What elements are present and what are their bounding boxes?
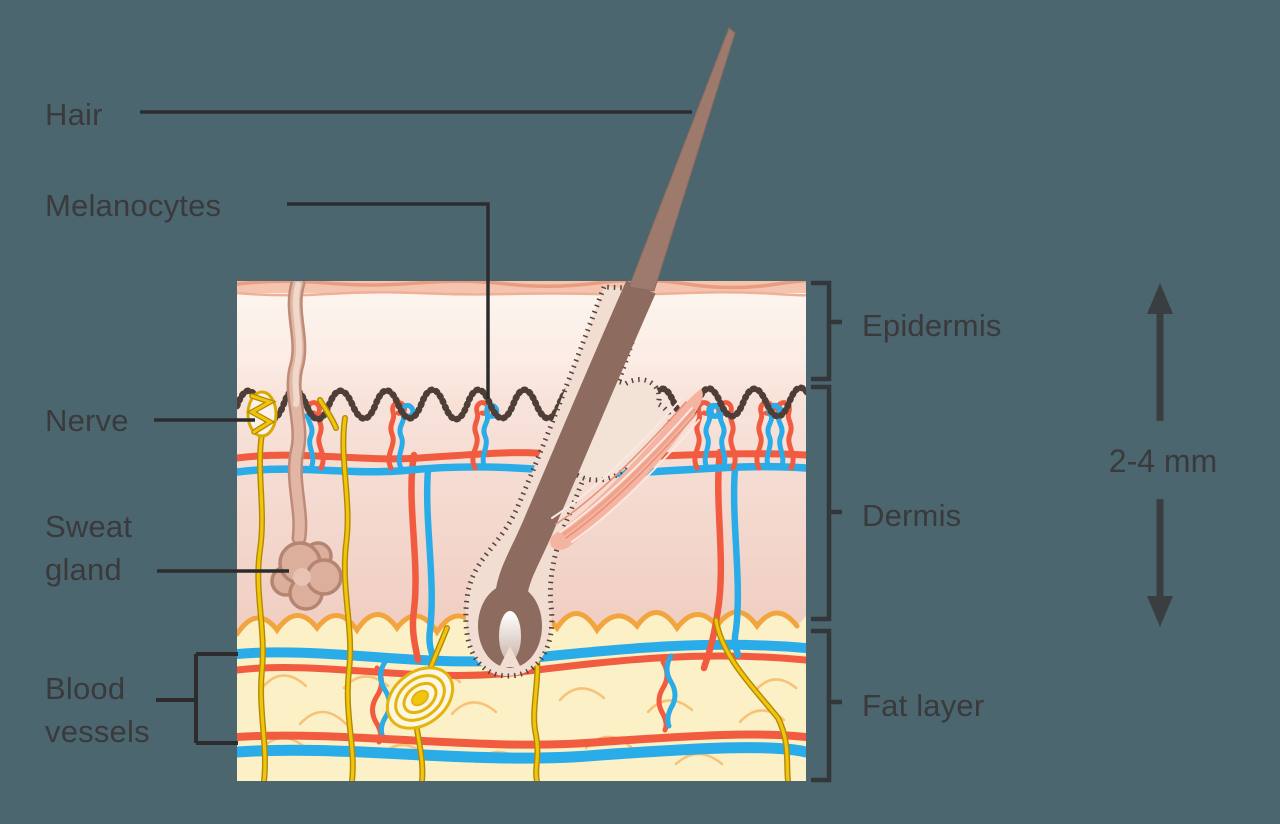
dermal-papilla: [499, 611, 521, 661]
skin-surface: [237, 281, 806, 297]
epidermis-layer: [237, 281, 806, 420]
label-epidermis: Epidermis: [862, 305, 1002, 347]
measurement-text: 2-4 mm: [1108, 443, 1218, 479]
label-hair-text: Hair: [45, 97, 103, 132]
label-nerve-text: Nerve: [45, 403, 129, 438]
dermis-bracket: [811, 384, 842, 622]
pacinian-corpuscle: [385, 666, 455, 730]
arrector-pili-muscle: [550, 389, 703, 550]
melanocyte-layer-line: [237, 384, 806, 423]
label-blood-vessels: Blood vessels: [45, 667, 150, 753]
fat-layer-bracket: [811, 628, 842, 783]
dermis-blood-vessels: [237, 448, 806, 672]
hair-follicle: [463, 281, 673, 679]
nerve-fibers: [246, 390, 791, 781]
label-melanocytes: Melanocytes: [45, 185, 221, 227]
label-blood-vessels-line2: vessels: [45, 714, 150, 749]
label-nerve: Nerve: [45, 400, 129, 442]
blood-vessels-pointer-bracket: [156, 652, 238, 745]
label-sweat-gland-line1: Sweat: [45, 509, 133, 544]
pointer-lines: [140, 110, 692, 745]
label-blood-vessels-line1: Blood: [45, 671, 126, 706]
label-epidermis-text: Epidermis: [862, 308, 1002, 343]
epidermis-bracket: [811, 280, 842, 382]
height-range-arrow: [1147, 283, 1173, 627]
label-dermis-text: Dermis: [862, 498, 962, 533]
sweat-gland: [270, 281, 343, 611]
label-sweat-gland: Sweat gland: [45, 505, 132, 591]
label-fat-layer: Fat layer: [862, 685, 984, 727]
label-sweat-gland-line2: gland: [45, 552, 122, 587]
sweat-gland-coil: [270, 541, 343, 611]
sweat-duct: [286, 281, 308, 546]
label-measurement: 2-4 mm: [1083, 443, 1243, 479]
melanocytes-pointer-line: [287, 202, 490, 399]
label-hair: Hair: [45, 94, 103, 136]
meissner-corpuscle: [246, 390, 278, 438]
label-dermis: Dermis: [862, 495, 961, 537]
label-fat-layer-text: Fat layer: [862, 688, 985, 723]
label-melanocytes-text: Melanocytes: [45, 188, 222, 223]
hair-shaft: [628, 27, 736, 292]
layer-brackets: [811, 280, 842, 783]
